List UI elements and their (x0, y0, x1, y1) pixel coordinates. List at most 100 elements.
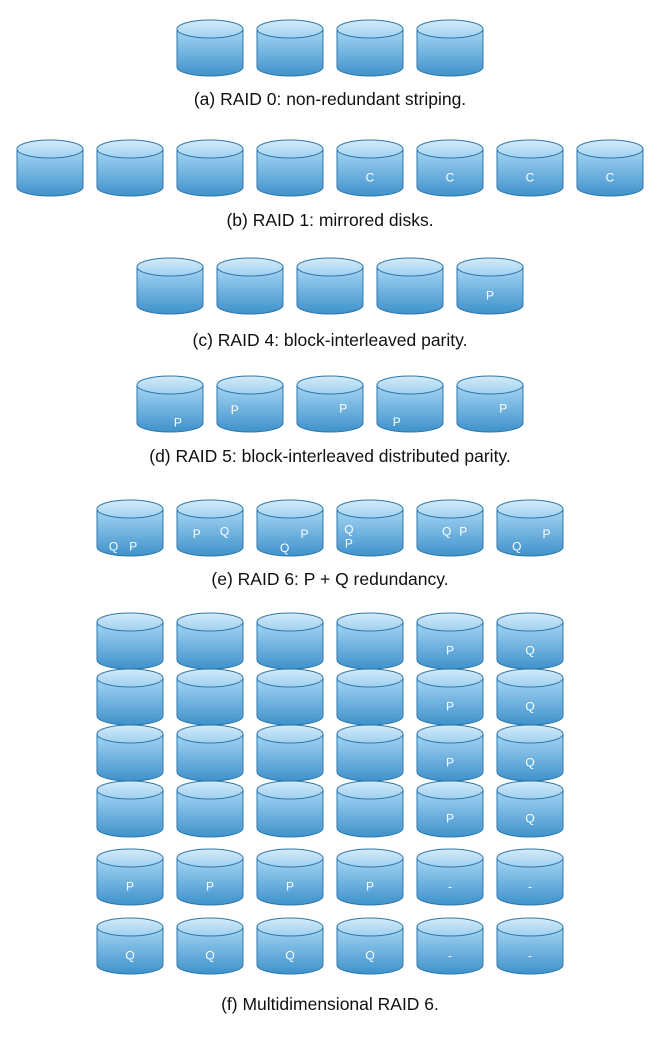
disk: P (416, 612, 484, 670)
disk (176, 780, 244, 838)
disk-top (216, 257, 284, 277)
disk (96, 724, 164, 782)
disk-body (496, 148, 564, 197)
disk-label: P (366, 879, 374, 893)
disk-label: P (446, 811, 454, 825)
disk-label: P (499, 402, 507, 416)
disk-body (176, 857, 244, 906)
disk-top (256, 499, 324, 519)
disk-top (416, 139, 484, 159)
disk (96, 139, 164, 197)
disk: QP (256, 499, 324, 557)
disk-label: C (366, 170, 375, 184)
caption-b: (b) RAID 1: mirrored disks. (226, 210, 433, 230)
disk-top (496, 139, 564, 159)
disk-label: P (193, 527, 201, 541)
disk-top (496, 668, 564, 688)
disk: C (496, 139, 564, 197)
disk-top (16, 139, 84, 159)
disk-row: P (136, 257, 524, 315)
disk: P (416, 668, 484, 726)
disk (336, 668, 404, 726)
disk-body (176, 28, 244, 77)
disk-label: P (231, 403, 239, 417)
disk (176, 139, 244, 197)
disk-label: Q (525, 699, 534, 713)
disk-top (416, 612, 484, 632)
disk-body (256, 926, 324, 975)
disk: P (336, 848, 404, 906)
section-a: (a) RAID 0: non-redundant striping. (176, 19, 484, 109)
disk (256, 668, 324, 726)
disk-body (336, 926, 404, 975)
caption-d: (d) RAID 5: block-interleaved distribute… (149, 446, 511, 466)
disk-label: Q (365, 948, 374, 962)
disk-body (96, 508, 164, 557)
disk-top (336, 848, 404, 868)
disk-top (256, 668, 324, 688)
disk: P (416, 780, 484, 838)
disk-top (496, 499, 564, 519)
disk-top (336, 780, 404, 800)
disk-body (136, 266, 204, 315)
disk (176, 724, 244, 782)
disk-label: P (174, 416, 182, 430)
disk-body (336, 28, 404, 77)
disk-body (256, 148, 324, 197)
disk-body (256, 789, 324, 838)
disk-top (256, 724, 324, 744)
disk-top (496, 917, 564, 937)
disk: C (576, 139, 644, 197)
disk-top (456, 257, 524, 277)
disk-top (296, 375, 364, 395)
disk: Q (496, 724, 564, 782)
disk-top (136, 257, 204, 277)
caption-f: (f) Multidimensional RAID 6. (221, 994, 439, 1014)
disk: C (416, 139, 484, 197)
disk-label: P (206, 879, 214, 893)
disk-body (296, 266, 364, 315)
disk (296, 257, 364, 315)
disk-top (176, 668, 244, 688)
disk (256, 19, 324, 77)
disk: Q (336, 917, 404, 975)
disk (176, 668, 244, 726)
disk-top (416, 668, 484, 688)
caption-a: (a) RAID 0: non-redundant striping. (194, 89, 466, 109)
disk: Q (496, 612, 564, 670)
disk-label: P (459, 525, 467, 539)
disk-body (336, 508, 404, 557)
disk (336, 724, 404, 782)
disk: QP (336, 499, 404, 557)
disk-body (176, 789, 244, 838)
disk-top (416, 917, 484, 937)
disk-label: Q (220, 525, 229, 539)
disk (176, 612, 244, 670)
disk: P (96, 848, 164, 906)
disk-body (96, 857, 164, 906)
disk-body (496, 857, 564, 906)
disk-body (176, 148, 244, 197)
disk-top (416, 499, 484, 519)
disk-top (336, 499, 404, 519)
disk-top (176, 19, 244, 39)
disk-top (176, 780, 244, 800)
caption-e: (e) RAID 6: P + Q redundancy. (211, 569, 448, 589)
disk-row (176, 19, 484, 77)
disk-top (496, 724, 564, 744)
disk-top (496, 848, 564, 868)
disk (96, 668, 164, 726)
disk-top (256, 139, 324, 159)
disk (376, 257, 444, 315)
disk (216, 257, 284, 315)
disk-top (336, 724, 404, 744)
disk-top (96, 724, 164, 744)
disk-top (176, 917, 244, 937)
